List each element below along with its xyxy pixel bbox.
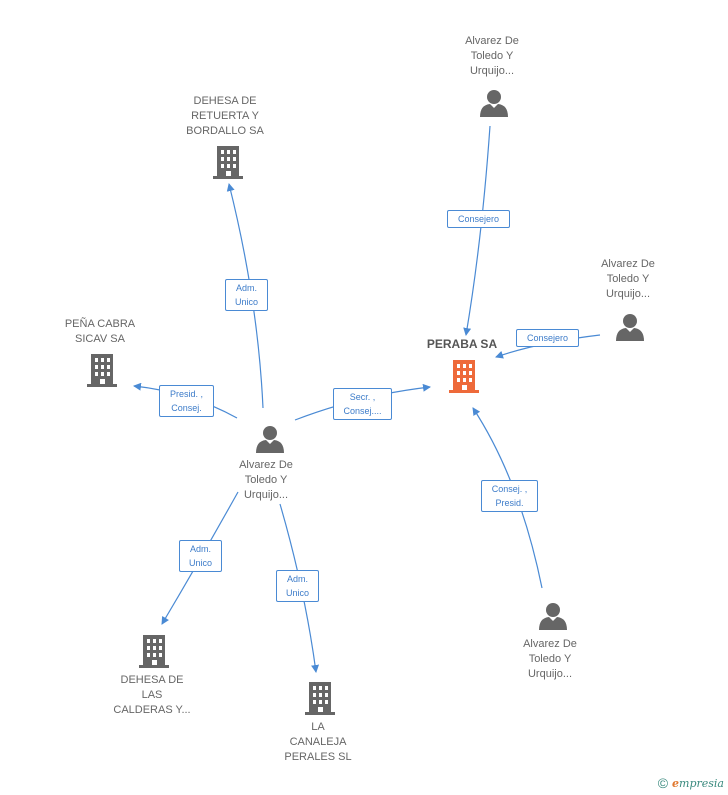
person-center-label: Alvarez De Toledo Y Urquijo... (239, 459, 293, 501)
dehesa-retuerta-node[interactable] (211, 145, 245, 184)
building-icon (213, 146, 243, 179)
building-icon (139, 635, 169, 668)
building-icon (449, 360, 479, 393)
person-top-label: Alvarez De Toledo Y Urquijo... (465, 35, 519, 77)
person-icon (480, 90, 508, 117)
edge-label-calderas[interactable]: Adm. Unico (179, 540, 222, 572)
dehesa-retuerta-label: DEHESA DE RETUERTA Y BORDALLO SA (186, 95, 264, 137)
peraba-label: PERABA SA (426, 337, 498, 351)
peraba-node[interactable] (447, 359, 481, 398)
person-bottom-node[interactable] (537, 600, 569, 637)
person-icon (616, 314, 644, 341)
person-icon (256, 426, 284, 453)
person-center-node[interactable] (254, 423, 286, 460)
person-top-node[interactable] (478, 87, 510, 124)
empresia-logo: empresia (672, 776, 724, 790)
building-icon (305, 682, 335, 715)
edge-label-top-consejero[interactable]: Consejero (447, 210, 510, 228)
edge-label-pena[interactable]: Presid. , Consej. (159, 385, 214, 417)
canaleja-node[interactable] (303, 681, 337, 720)
dehesa-calderas-node[interactable] (137, 634, 171, 673)
edge-label-retuerta[interactable]: Adm. Unico (225, 279, 268, 311)
canaleja-label: LA CANALEJA PERALES SL (284, 721, 352, 763)
pena-cabra-node[interactable] (85, 353, 119, 392)
footer-brand[interactable]: © empresia (658, 775, 724, 791)
edge-label-peraba-secr[interactable]: Secr. , Consej.... (333, 388, 392, 420)
edge-label-canaleja[interactable]: Adm. Unico (276, 570, 319, 602)
person-right-label: Alvarez De Toledo Y Urquijo... (601, 258, 655, 300)
dehesa-calderas-label: DEHESA DE LAS CALDERAS Y... (113, 674, 191, 716)
person-icon (539, 603, 567, 630)
person-right-node[interactable] (614, 311, 646, 348)
building-icon (87, 354, 117, 387)
copyright-icon: © (657, 775, 669, 791)
person-bottom-label: Alvarez De Toledo Y Urquijo... (523, 638, 577, 680)
edge-label-right-consejero[interactable]: Consejero (516, 329, 579, 347)
edge-label-bottom[interactable]: Consej. , Presid. (481, 480, 538, 512)
edge-top-peraba (463, 125, 491, 336)
pena-cabra-label: PEÑA CABRA SICAV SA (64, 318, 136, 345)
